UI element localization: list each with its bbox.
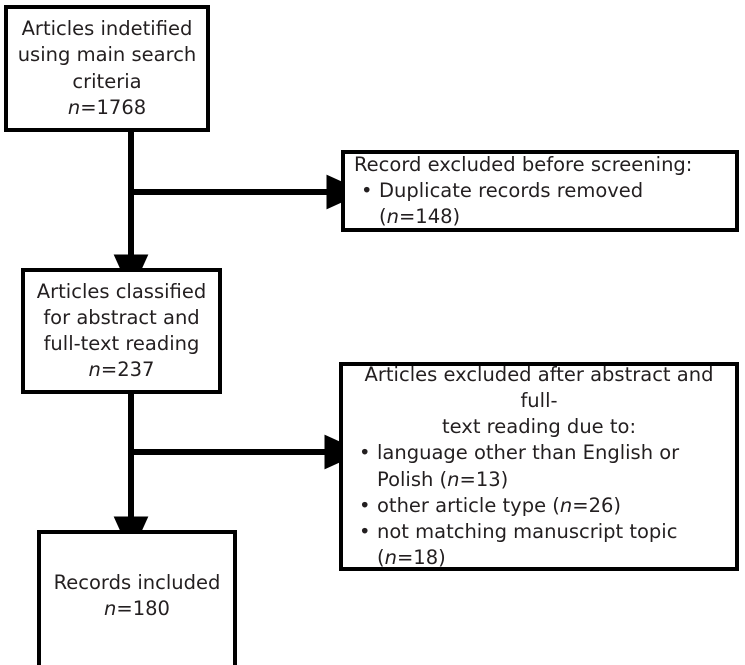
bullet-text-before: other article type (: [377, 493, 560, 517]
count-value: =180: [116, 597, 170, 621]
bullet-text-after: =13): [459, 467, 509, 491]
box-records-excluded-before-screening: Record excluded before screening: Duplic…: [341, 150, 739, 232]
n-symbol: n: [88, 358, 101, 382]
list-item: language other than English or Polish (n…: [352, 440, 726, 492]
list-item: other article type (n=26): [352, 493, 726, 519]
articles-classified-line-3: full-text reading: [43, 332, 200, 355]
box-articles-identified: Articles indetified using main search cr…: [4, 5, 210, 132]
n-symbol: n: [386, 205, 399, 229]
list-item: Duplicate records removed (n=148): [354, 178, 726, 230]
count-value: =237: [100, 358, 155, 382]
excluded-after-bullet-list: language other than English or Polish (n…: [352, 440, 726, 571]
records-included-line-1: Records included: [53, 571, 221, 594]
n-symbol: n: [559, 493, 573, 517]
excluded-after-heading-line-2: text reading due to:: [441, 415, 637, 439]
articles-identified-line-3: criteria: [72, 69, 142, 93]
bullet-text-after: =18): [396, 545, 446, 569]
articles-identified-line-2: using main search: [17, 43, 197, 67]
excluded-before-bullet-list: Duplicate records removed (n=148): [354, 178, 726, 230]
records-included-count: n=180: [47, 596, 227, 622]
excluded-before-heading: Record excluded before screening:: [354, 152, 693, 176]
articles-classified-line-1: Articles classified: [36, 279, 207, 303]
box-articles-excluded-after-reading: Articles excluded after abstract and ful…: [339, 362, 739, 571]
excluded-after-heading-line-1: Articles excluded after abstract and ful…: [364, 363, 714, 413]
n-symbol: n: [384, 545, 397, 569]
bullet-text-after: =26): [572, 493, 622, 517]
bullet-text-before: not matching manuscript topic (: [377, 519, 678, 569]
box-articles-classified: Articles classified for abstract and ful…: [21, 268, 222, 394]
n-symbol: n: [67, 95, 81, 119]
articles-identified-line-1: Articles indetified: [21, 17, 193, 41]
n-symbol: n: [447, 467, 460, 491]
articles-classified-count: n=237: [89, 357, 155, 383]
articles-classified-line-2: for abstract and: [43, 305, 200, 329]
box-records-included: Records included n=180: [37, 530, 237, 665]
n-symbol: n: [104, 597, 117, 621]
bullet-text-before: language other than English or Polish (: [377, 441, 680, 491]
bullet-text-after: =148): [398, 205, 461, 229]
articles-identified-count: n=1768: [68, 95, 146, 121]
count-value: =1768: [80, 95, 147, 119]
list-item: not matching manuscript topic (n=18): [352, 519, 726, 571]
bullet-text-before: Duplicate records removed (: [379, 178, 644, 229]
